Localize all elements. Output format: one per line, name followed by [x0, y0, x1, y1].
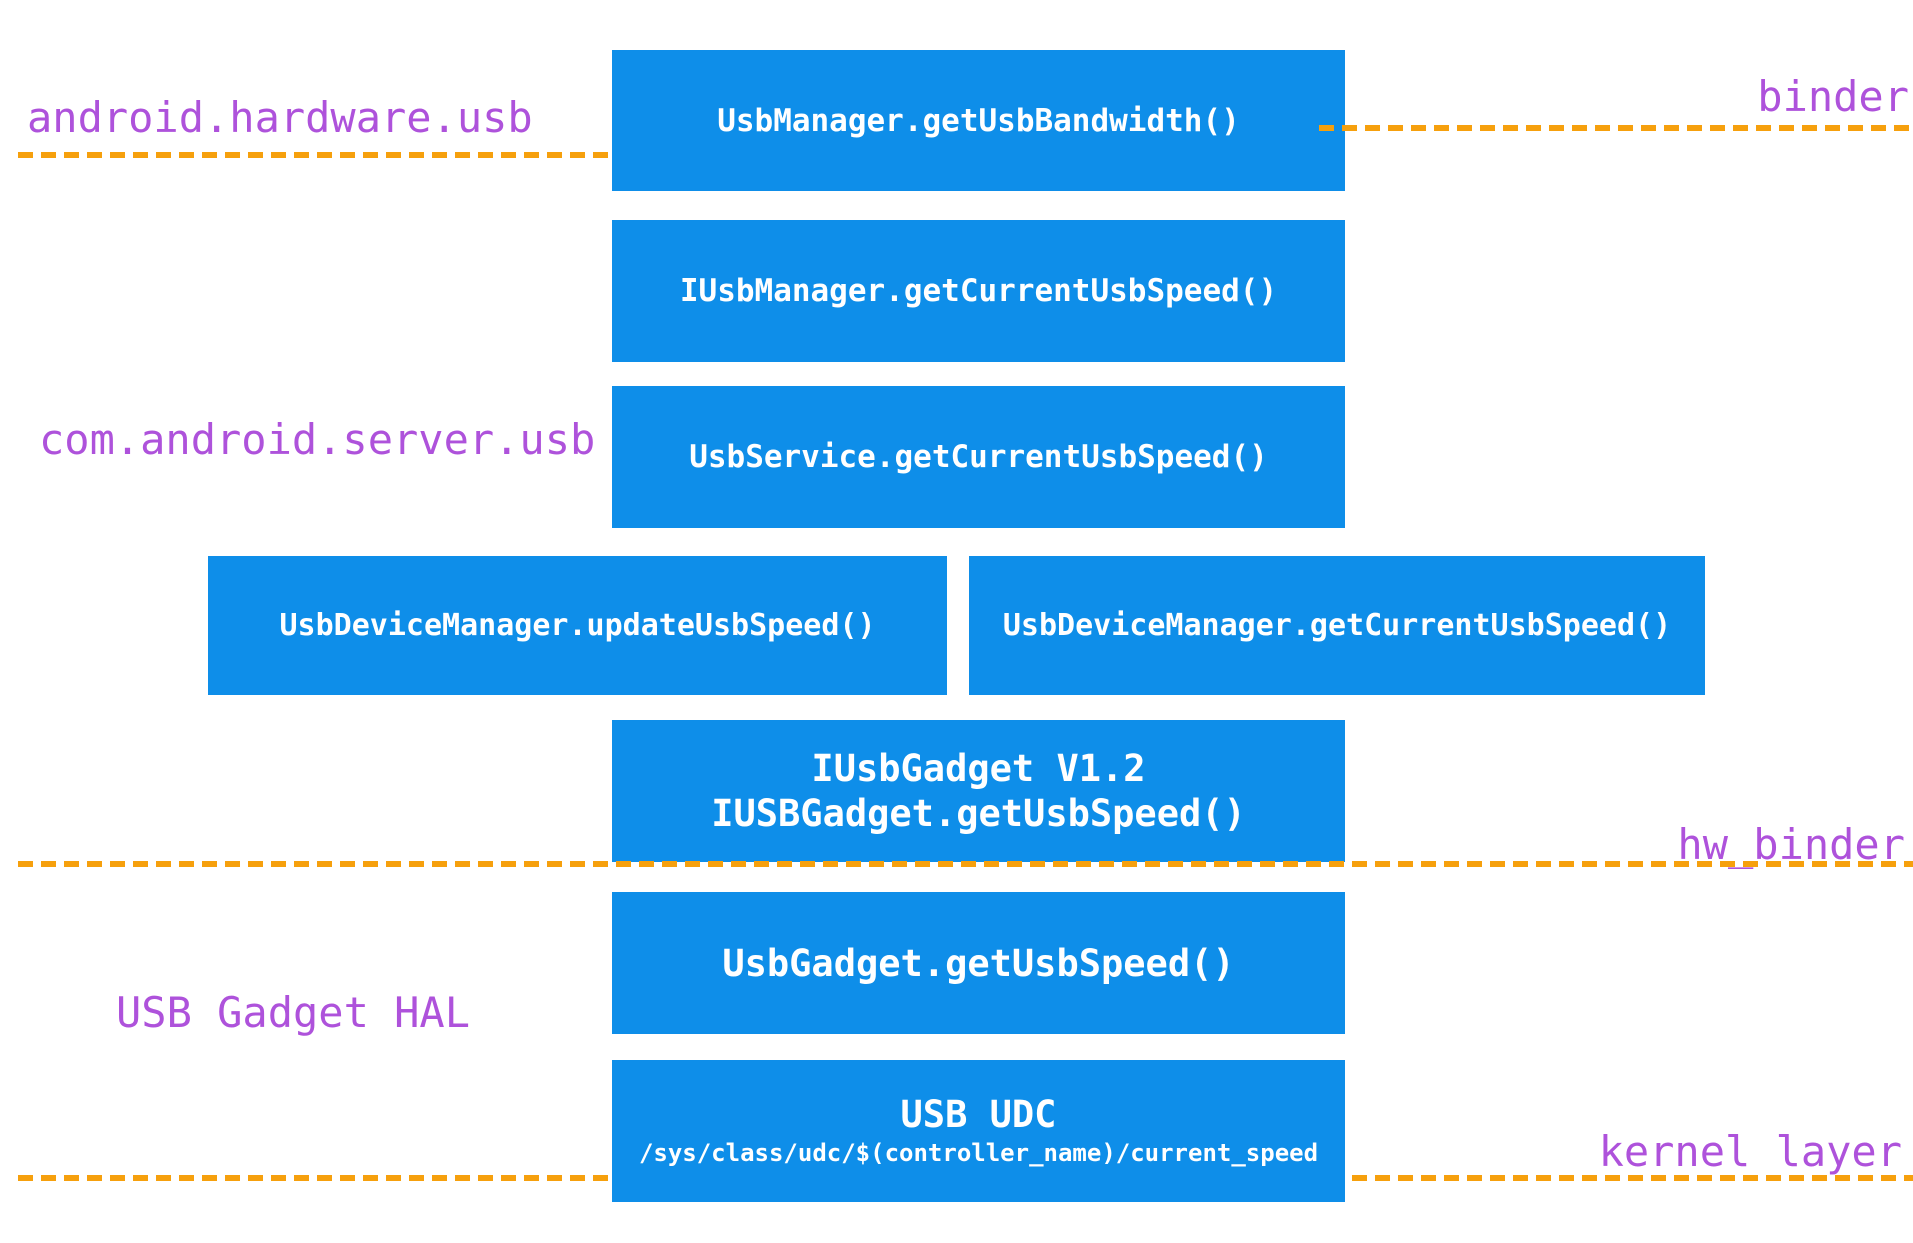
- node-label: UsbGadget.getUsbSpeed(): [722, 941, 1235, 985]
- node-label: UsbService.getCurrentUsbSpeed(): [689, 439, 1268, 475]
- layer-label-usb-gadget-hal: USB Gadget HAL: [116, 988, 471, 1037]
- node-label: IUsbGadget V1.2: [811, 747, 1146, 790]
- node-sysfs-path: /sys/class/udc/$(controller_name)/curren…: [638, 1139, 1319, 1167]
- node-label: UsbDeviceManager.updateUsbSpeed(): [279, 608, 876, 643]
- layer-label-binder: binder: [1757, 72, 1909, 121]
- layer-label-hw-binder: hw_binder: [1677, 820, 1905, 869]
- node-label: UsbManager.getUsbBandwidth(): [717, 102, 1240, 139]
- node-iusbgadget-getusbspeed: IUsbGadget V1.2 IUSBGadget.getUsbSpeed(): [612, 720, 1345, 862]
- node-usbdevicemanager-getcurrentusbspeed: UsbDeviceManager.getCurrentUsbSpeed(): [969, 556, 1705, 695]
- binder-boundary-line-left: [18, 152, 623, 158]
- node-iusbmanager-getcurrentusbspeed: IUsbManager.getCurrentUsbSpeed(): [612, 220, 1345, 362]
- node-usbdevicemanager-updateusbspeed: UsbDeviceManager.updateUsbSpeed(): [208, 556, 947, 695]
- node-label: IUSBGadget.getUsbSpeed(): [711, 792, 1246, 835]
- node-usbservice-getcurrentusbspeed: UsbService.getCurrentUsbSpeed(): [612, 386, 1345, 528]
- node-usbgadget-getusbspeed: UsbGadget.getUsbSpeed(): [612, 892, 1345, 1034]
- node-label: IUsbManager.getCurrentUsbSpeed(): [679, 273, 1278, 309]
- binder-boundary-line-right: [1319, 125, 1913, 131]
- node-label: UsbDeviceManager.getCurrentUsbSpeed(): [1002, 608, 1672, 643]
- layer-label-com-android-server-usb: com.android.server.usb: [39, 415, 596, 464]
- layer-label-android-hardware-usb: android.hardware.usb: [27, 93, 533, 142]
- layer-label-kernel-layer: kernel layer: [1598, 1127, 1902, 1176]
- node-usb-udc: USB UDC /sys/class/udc/$(controller_name…: [612, 1060, 1345, 1202]
- hw-binder-boundary-line: [18, 861, 1913, 867]
- node-usbmanager-getusbbandwidth: UsbManager.getUsbBandwidth(): [612, 50, 1345, 191]
- node-label: USB UDC: [900, 1093, 1057, 1136]
